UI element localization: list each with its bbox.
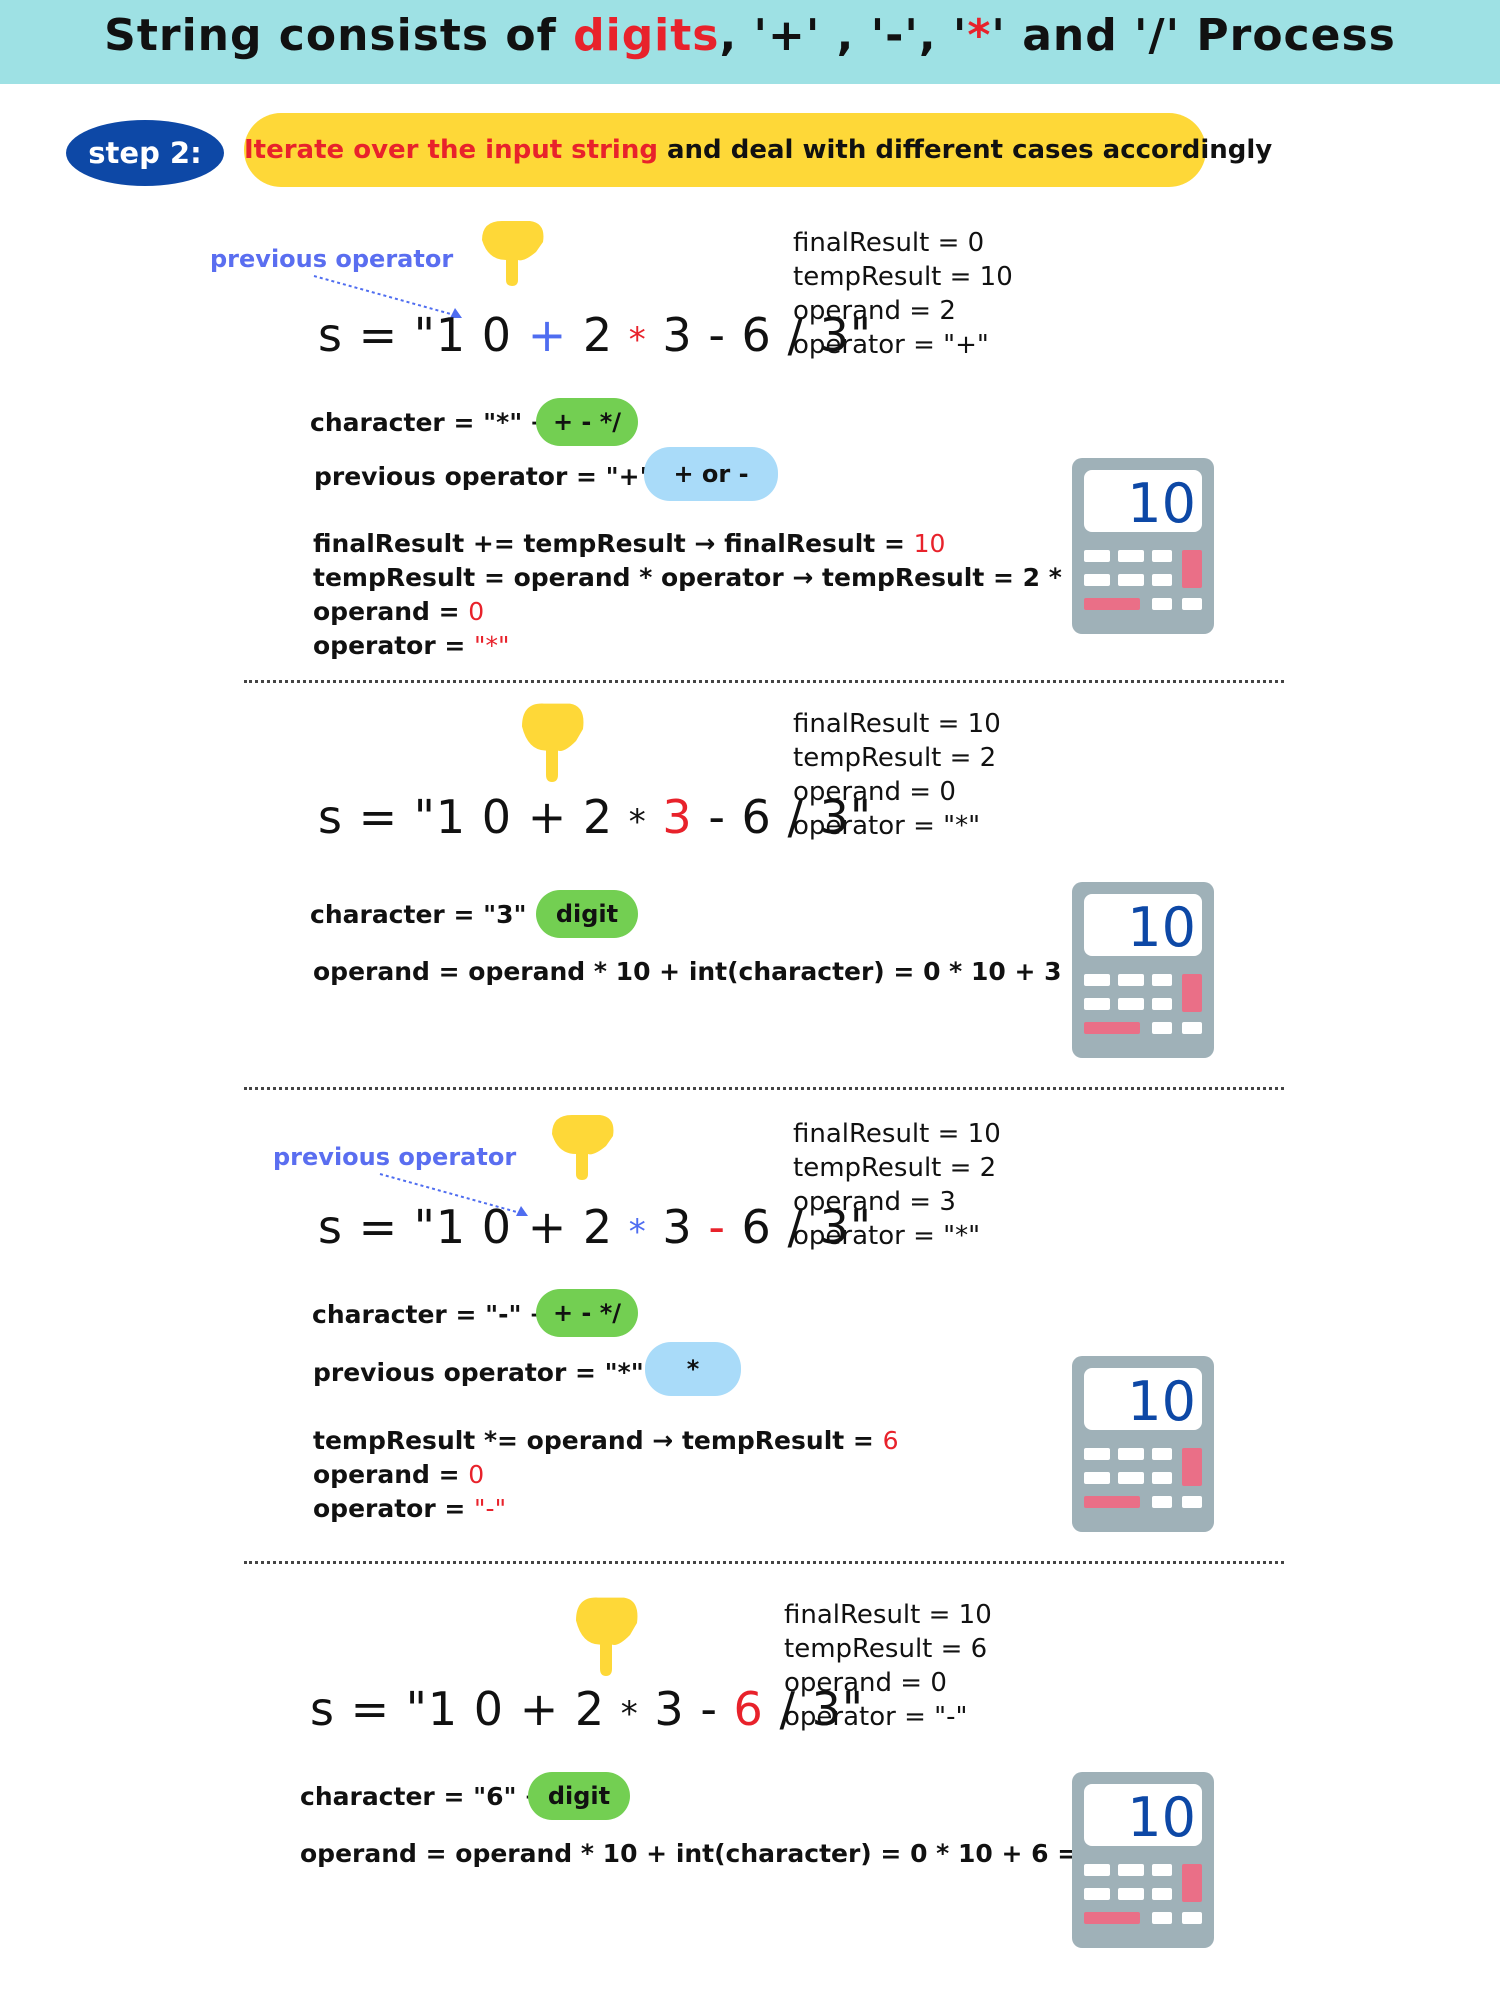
state-operand: operand = 2 bbox=[793, 296, 956, 326]
pointing-finger-icon bbox=[522, 703, 584, 782]
expression-string: s = "1 0 + 2 * 3 - 6 / 3" bbox=[318, 1200, 873, 1254]
operation-line: finalResult += tempResult → finalResult … bbox=[313, 529, 946, 558]
state-temp-result: tempResult = 2 bbox=[793, 743, 997, 773]
state-temp-result: tempResult = 6 bbox=[784, 1634, 988, 1664]
digit-tag: digit bbox=[536, 890, 638, 938]
page-title: String consists of digits, '+' , '-', '*… bbox=[104, 10, 1396, 61]
state-operator: operator = "*" bbox=[793, 1221, 981, 1251]
state-operator: operator = "-" bbox=[784, 1702, 968, 1732]
state-operator: operator = "+" bbox=[793, 330, 989, 360]
state-operator: operator = "*" bbox=[793, 811, 981, 841]
state-final-result: finalResult = 10 bbox=[793, 1119, 1001, 1149]
expression-string: s = "1 0 + 2 * 3 - 6 / 3" bbox=[318, 308, 873, 362]
state-operand: operand = 0 bbox=[793, 777, 956, 807]
section-divider bbox=[244, 1561, 1284, 1564]
operation-line: tempResult = operand * operator → tempRe… bbox=[313, 563, 1142, 592]
section-divider bbox=[244, 680, 1284, 683]
pointing-finger-icon bbox=[576, 1597, 638, 1676]
state-temp-result: tempResult = 10 bbox=[793, 262, 1013, 292]
step-description: Iterate over the input string and deal w… bbox=[244, 113, 1272, 187]
previous-operator-label: previous operator bbox=[273, 1143, 517, 1171]
operator-tag: + - */ bbox=[536, 1289, 638, 1337]
character-line: character = "*" → bbox=[310, 408, 552, 437]
dotted-arrow-icon bbox=[313, 275, 462, 318]
previous-operator-line: previous operator = "*" → bbox=[313, 1358, 674, 1387]
pointing-finger-icon bbox=[482, 220, 544, 286]
operation-line: operand = operand * 10 + int(character) … bbox=[313, 957, 1116, 986]
state-panel: finalResult = 0 tempResult = 10 operand … bbox=[793, 226, 1013, 362]
state-temp-result: tempResult = 2 bbox=[793, 1153, 997, 1183]
state-final-result: finalResult = 0 bbox=[793, 228, 985, 258]
state-operand: operand = 0 bbox=[784, 1668, 947, 1698]
character-line: character = "6" → bbox=[300, 1782, 547, 1811]
state-panel: finalResult = 10 tempResult = 2 operand … bbox=[793, 707, 1001, 843]
calculator-icon: 10 bbox=[1072, 1356, 1214, 1532]
expression-string: s = "1 0 + 2 * 3 - 6 / 3" bbox=[310, 1682, 865, 1736]
expression-string: s = "1 0 + 2 * 3 - 6 / 3" bbox=[318, 790, 873, 844]
previous-operator-line: previous operator = "+" → bbox=[314, 462, 683, 491]
operation-lines: tempResult *= operand → tempResult = 6 o… bbox=[313, 1424, 898, 1526]
operation-line: operand = 0 bbox=[313, 597, 485, 626]
operator-tag: + - */ bbox=[536, 398, 638, 446]
step-badge: step 2: bbox=[66, 120, 224, 186]
section-divider bbox=[244, 1087, 1284, 1090]
pointing-finger-icon bbox=[552, 1114, 614, 1180]
operation-line: operand = 0 bbox=[313, 1460, 485, 1489]
calculator-display: 10 bbox=[1127, 896, 1196, 959]
multiply-tag: * bbox=[645, 1342, 741, 1396]
character-line: character = "3" → bbox=[310, 900, 557, 929]
operation-line: operator = "-" bbox=[313, 1494, 507, 1523]
operation-lines: operand = operand * 10 + int(character) … bbox=[313, 957, 1116, 986]
operation-lines: operand = operand * 10 + int(character) … bbox=[300, 1839, 1103, 1868]
calculator-icon: 10 bbox=[1072, 882, 1214, 1058]
state-panel: finalResult = 10 tempResult = 6 operand … bbox=[784, 1598, 992, 1734]
operation-line: tempResult *= operand → tempResult = 6 bbox=[313, 1426, 899, 1455]
calculator-icon: 10 bbox=[1072, 458, 1214, 634]
character-line: character = "-" → bbox=[312, 1300, 552, 1329]
previous-operator-label: previous operator bbox=[210, 245, 454, 273]
operation-line: operand = operand * 10 + int(character) … bbox=[300, 1839, 1103, 1868]
operation-lines: finalResult += tempResult → finalResult … bbox=[313, 527, 1142, 663]
state-operand: operand = 3 bbox=[793, 1187, 956, 1217]
digit-tag: digit bbox=[528, 1772, 630, 1820]
header-bar bbox=[0, 0, 1500, 84]
calculator-icon: 10 bbox=[1072, 1772, 1214, 1948]
calculator-display: 10 bbox=[1127, 472, 1196, 535]
state-final-result: finalResult = 10 bbox=[784, 1600, 992, 1630]
calculator-display: 10 bbox=[1127, 1370, 1196, 1433]
operation-line: operator = "*" bbox=[313, 631, 510, 660]
state-final-result: finalResult = 10 bbox=[793, 709, 1001, 739]
state-panel: finalResult = 10 tempResult = 2 operand … bbox=[793, 1117, 1001, 1253]
dotted-arrow-icon bbox=[379, 1173, 528, 1216]
calculator-display: 10 bbox=[1127, 1786, 1196, 1849]
plus-minus-tag: + or - bbox=[644, 447, 778, 501]
